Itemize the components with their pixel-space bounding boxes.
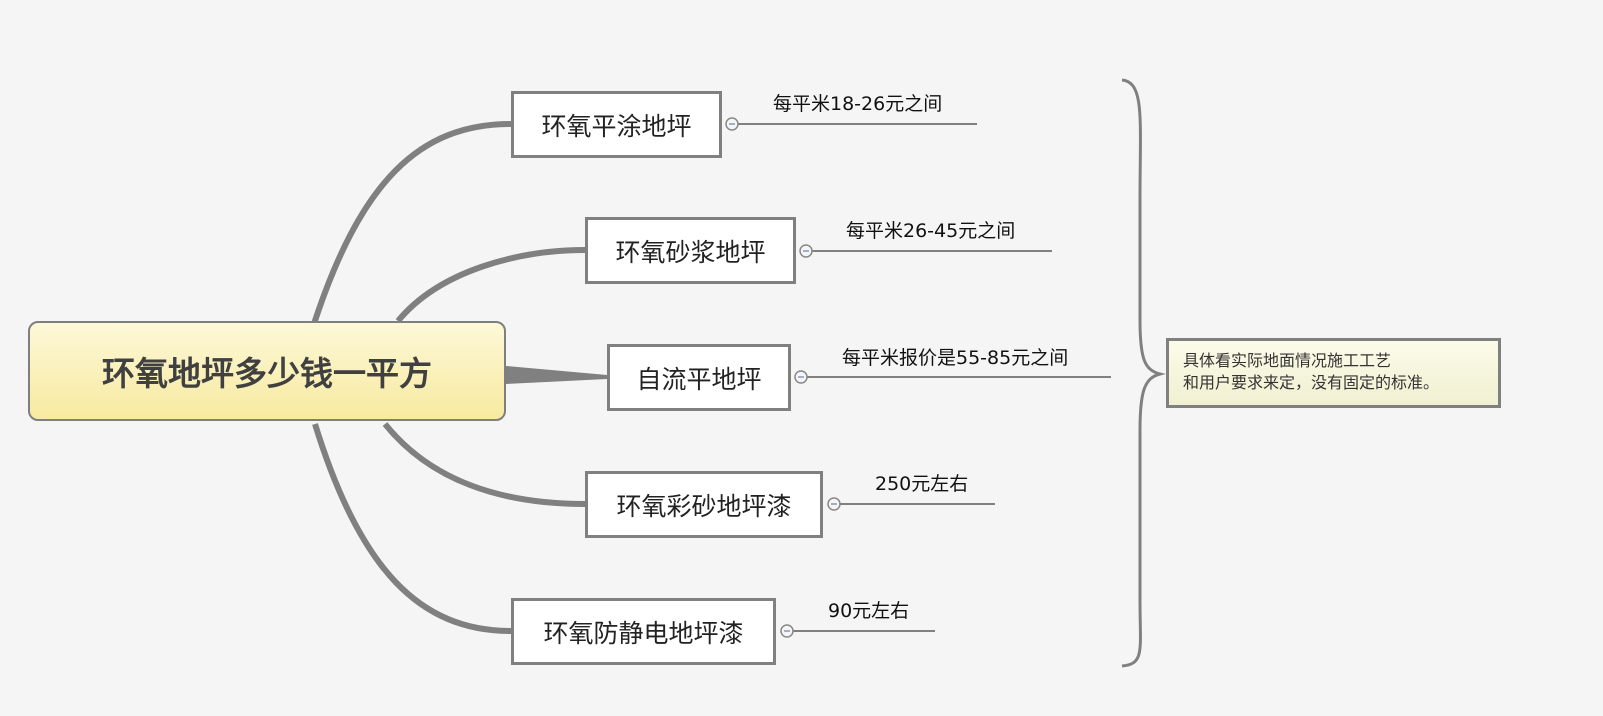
connector-5 xyxy=(312,423,512,634)
connector-4 xyxy=(382,422,586,507)
topic-node[interactable]: 环氧平涂地坪 xyxy=(511,91,722,158)
price-label[interactable]: 250元左右 xyxy=(875,473,969,495)
topic-node[interactable]: 自流平地坪 xyxy=(607,344,791,411)
summary-note[interactable]: 具体看实际地面情况施工工艺 和用户要求来定，没有固定的标准。 xyxy=(1166,338,1501,408)
price-label[interactable]: 每平米26-45元之间 xyxy=(846,220,1016,242)
topic-node[interactable]: 环氧彩砂地坪漆 xyxy=(585,471,823,538)
summary-line-1: 具体看实际地面情况施工工艺 xyxy=(1183,351,1392,370)
connector-3 xyxy=(506,366,607,384)
summary-line-2: 和用户要求来定，没有固定的标准。 xyxy=(1183,373,1440,392)
summary-brace xyxy=(1121,78,1166,668)
topic-node[interactable]: 环氧防静电地坪漆 xyxy=(511,598,776,665)
central-topic[interactable]: 环氧地坪多少钱一平方 xyxy=(28,321,506,421)
connector-1 xyxy=(309,121,512,331)
connector-2 xyxy=(395,247,586,323)
price-label[interactable]: 90元左右 xyxy=(828,600,910,622)
topic-node[interactable]: 环氧砂浆地坪 xyxy=(585,217,796,284)
price-label[interactable]: 每平米报价是55-85元之间 xyxy=(842,347,1069,369)
price-label[interactable]: 每平米18-26元之间 xyxy=(773,93,943,115)
